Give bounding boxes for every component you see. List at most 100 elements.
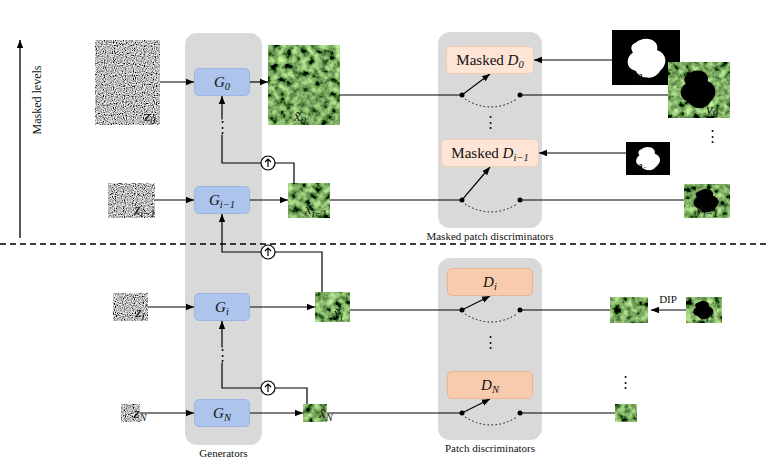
mask-image — [626, 142, 670, 175]
subscript: i — [226, 306, 229, 317]
upsample-circle — [261, 381, 275, 395]
noise-input: zi — [113, 293, 148, 321]
inpainted-image — [610, 297, 648, 323]
generated-image: x̃i — [315, 292, 350, 322]
panel-title: Generators — [197, 447, 249, 459]
upsample-circle — [261, 156, 275, 170]
connector — [155, 199, 194, 200]
level-divider — [0, 243, 768, 245]
symbol: x̃ — [294, 108, 301, 124]
real-image: y0 — [668, 62, 730, 118]
symbol: y — [699, 306, 706, 322]
noise-input: zi−1 — [108, 183, 155, 218]
image-label: zi — [136, 304, 145, 321]
connector — [327, 399, 490, 413]
noise-input: z0 — [95, 40, 160, 125]
symbol: x̃ — [333, 305, 340, 321]
subscript: N — [326, 412, 333, 423]
subscript: N — [139, 412, 146, 423]
image-label: yi−1 — [696, 201, 718, 218]
axis-label: Masked levels — [31, 64, 43, 137]
upsample-symbols — [261, 156, 275, 395]
wire — [520, 94, 668, 95]
masked-discriminator-box: Masked Di−1 — [441, 139, 539, 167]
connector — [140, 412, 194, 413]
subscript: i — [141, 311, 144, 322]
symbol: G — [214, 74, 225, 90]
box-label: G0 — [214, 74, 230, 91]
symbol: G — [209, 192, 220, 208]
generated-image — [303, 404, 327, 422]
connector — [222, 321, 307, 404]
noise-input: zN — [121, 404, 140, 422]
symbol: z — [136, 304, 142, 320]
symbol: D — [481, 377, 492, 393]
symbol: D — [483, 274, 494, 290]
real-image — [686, 297, 722, 323]
upsample-arrow — [265, 248, 271, 256]
noise-image — [108, 183, 155, 218]
generated-image: x̃N — [303, 404, 327, 422]
connector — [534, 59, 612, 60]
subscript: 0 — [150, 115, 155, 126]
connector — [340, 74, 490, 95]
symbol: y — [706, 101, 713, 117]
generated-image — [288, 183, 330, 218]
subscript: i — [706, 313, 709, 324]
symbol: y — [696, 201, 703, 217]
switch-arc — [465, 314, 517, 322]
wire — [520, 412, 615, 413]
subscript: i−1 — [513, 152, 528, 163]
subscript: i−1 — [140, 208, 155, 219]
image-label: zN — [134, 405, 147, 422]
wire — [520, 309, 610, 310]
image-label: x̃0 — [294, 108, 306, 125]
subscript: i−1 — [220, 199, 235, 210]
switch-dot — [460, 93, 465, 98]
upsample-circle — [261, 245, 275, 259]
real-image — [615, 404, 637, 422]
subscript: i — [340, 312, 343, 323]
discriminator-panel: Masked patch discriminatorsMasked D0Mask… — [438, 32, 542, 228]
switch-arc — [465, 99, 517, 107]
switch-dot — [460, 308, 465, 313]
symbol: x̃ — [319, 405, 326, 421]
noise-image — [121, 404, 140, 422]
image-label: yi — [699, 306, 709, 323]
symbol: m — [632, 158, 643, 174]
image-label: mi−1 — [632, 158, 658, 175]
masked-discriminator-box: Masked D0 — [446, 46, 534, 74]
subscript: 0 — [518, 59, 523, 70]
dip-arrow — [651, 309, 686, 310]
subscript: i−1 — [312, 208, 327, 219]
upsample-arrow — [265, 159, 271, 167]
generator-box: Gi−1 — [194, 186, 250, 214]
symbol: D — [508, 52, 519, 68]
switch-dot — [518, 198, 523, 203]
switch-arc — [465, 204, 517, 212]
noise-image — [113, 293, 148, 321]
box-label: Masked D0 — [456, 52, 523, 69]
subscript: 0 — [643, 75, 648, 86]
connector — [250, 199, 288, 200]
symbol: G — [215, 299, 226, 315]
subscript: i — [494, 281, 497, 292]
real-image — [668, 62, 730, 118]
ellipsis: ⋮ — [213, 120, 232, 135]
generated-image: x̃0 — [268, 45, 340, 125]
discriminator-box: DN — [447, 371, 533, 399]
box-label: DN — [481, 377, 499, 394]
symbol: m — [632, 68, 643, 84]
subscript: i−1 — [643, 165, 658, 176]
box-label: Masked Di−1 — [451, 145, 528, 162]
ellipsis: ⋮ — [481, 115, 500, 130]
panel-title: Masked patch discriminators — [424, 230, 555, 242]
image-label: m0 — [632, 68, 648, 85]
noise-image — [95, 40, 160, 125]
subscript: N — [224, 412, 231, 423]
switch-symbols — [460, 93, 523, 426]
generated-image — [268, 45, 340, 125]
